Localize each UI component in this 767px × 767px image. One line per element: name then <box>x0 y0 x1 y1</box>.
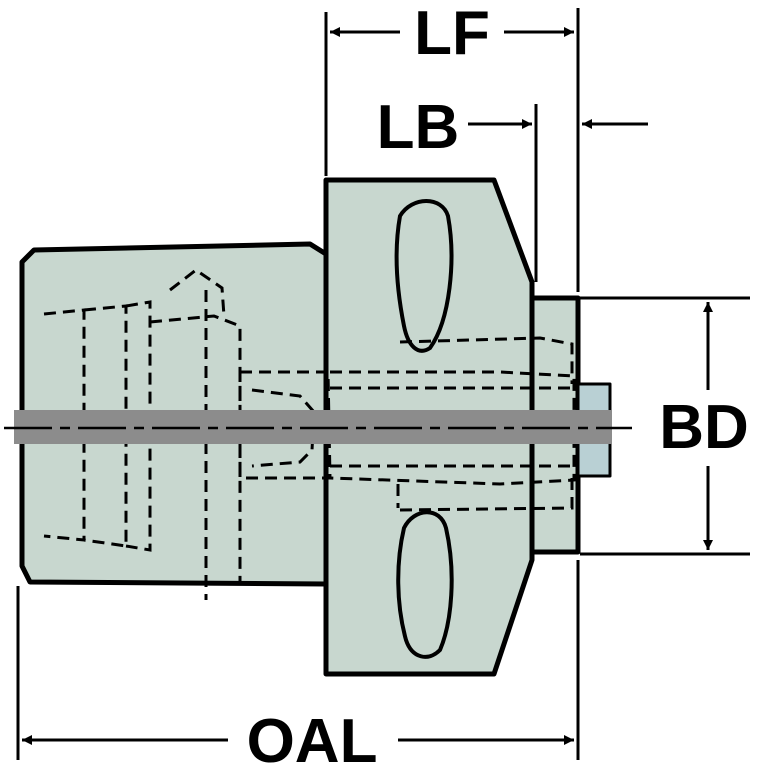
dimension-lines <box>22 27 713 745</box>
bd-label: BD <box>659 393 749 462</box>
lf-label: LF <box>414 0 490 68</box>
oal-label: OAL <box>247 707 378 767</box>
extension-lines <box>16 8 750 760</box>
lower-drive-slot <box>396 510 454 659</box>
drive-slots <box>394 199 454 659</box>
upper-drive-slot <box>394 199 454 353</box>
lb-label: LB <box>377 93 460 162</box>
